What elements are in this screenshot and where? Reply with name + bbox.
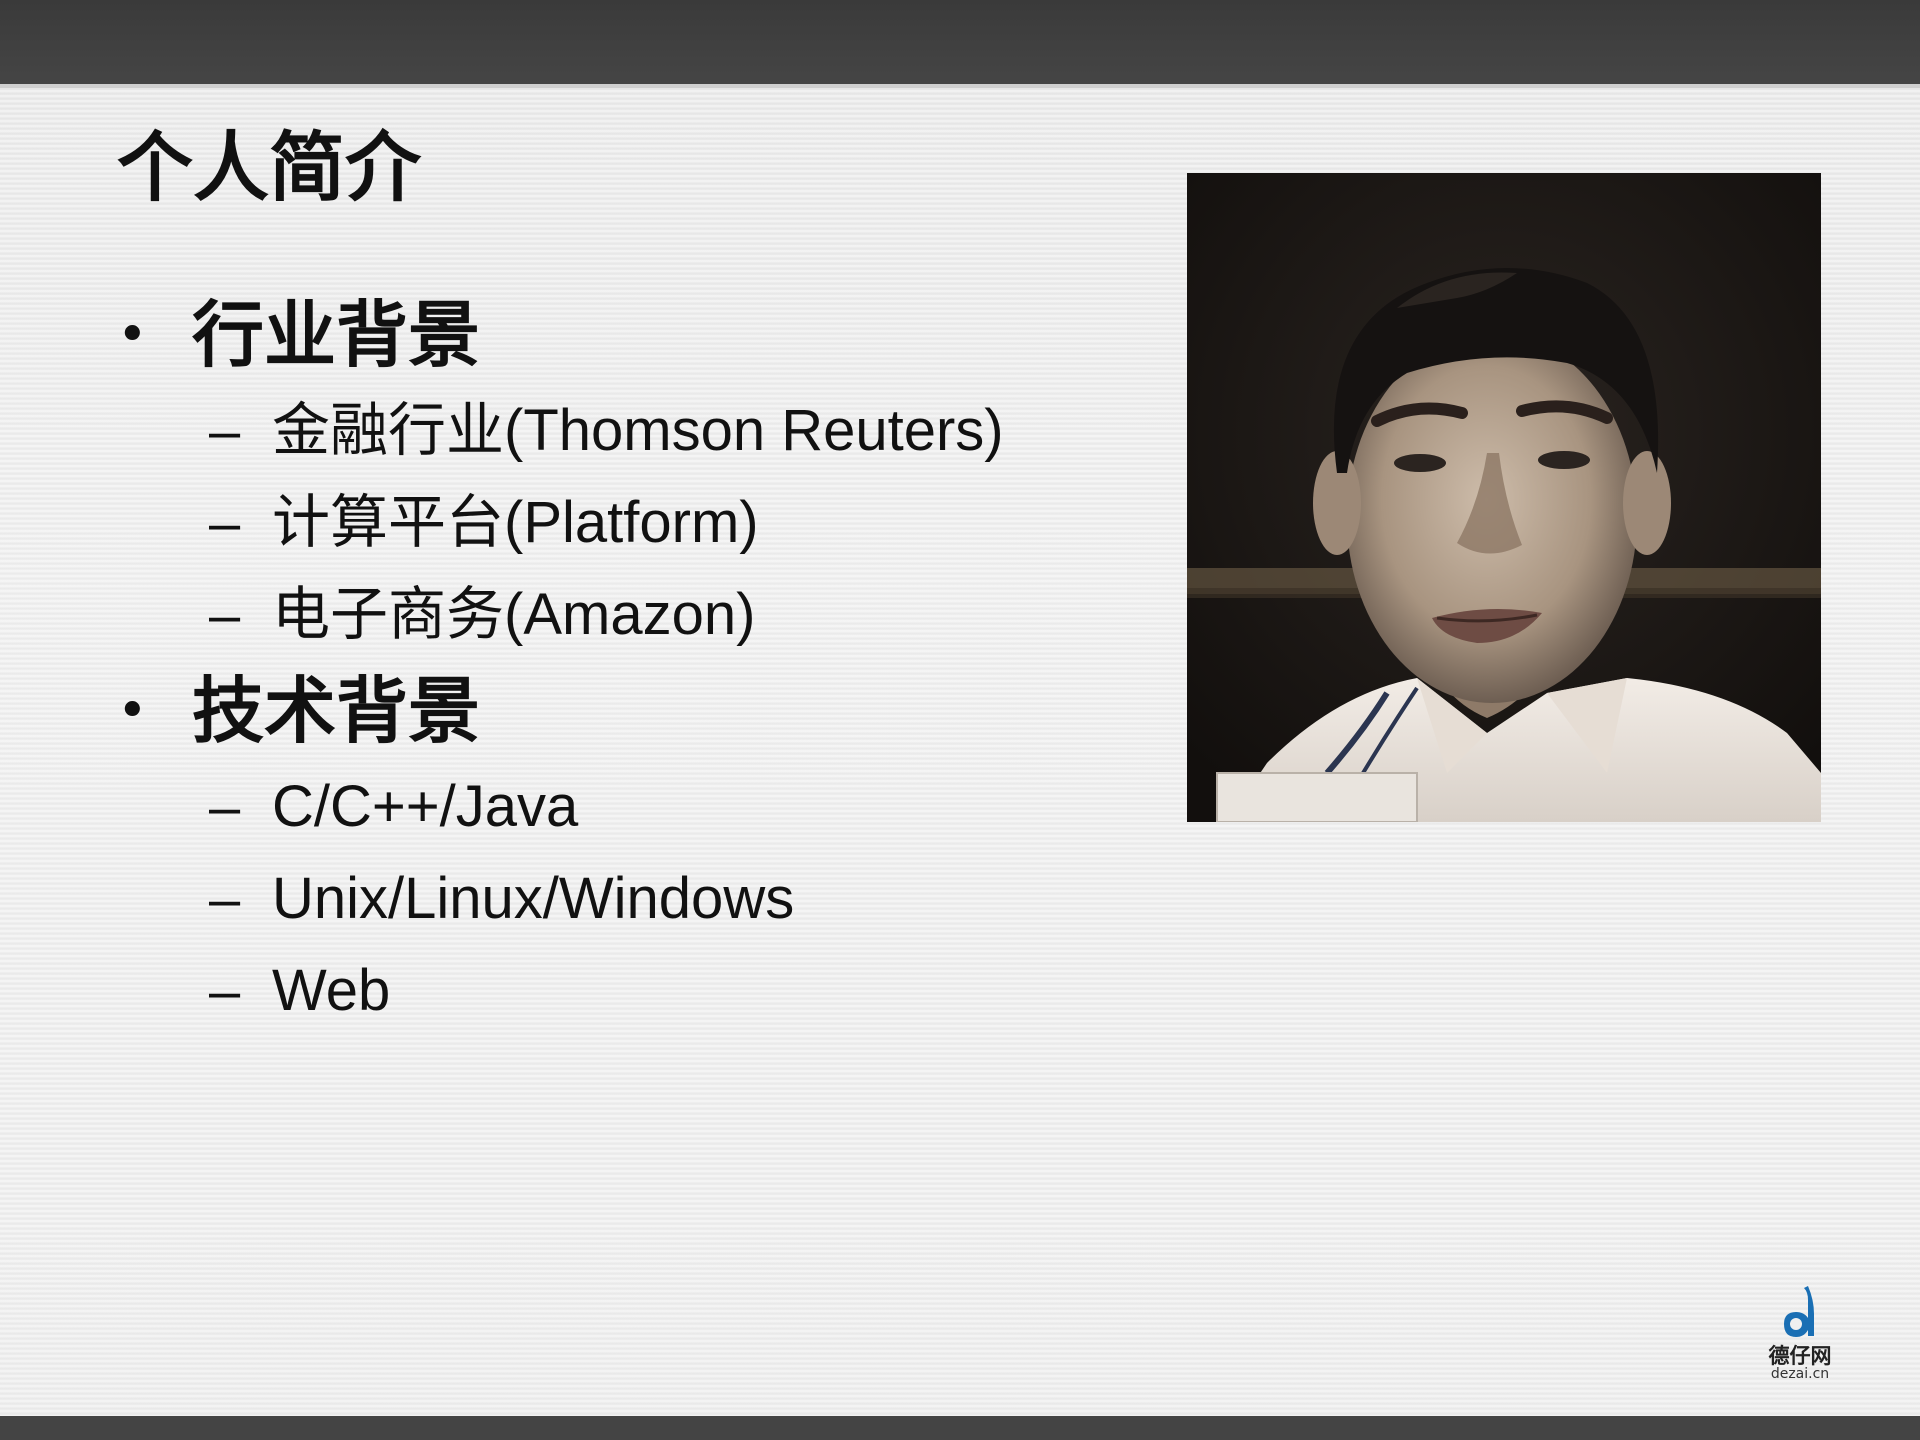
list-item: – Web xyxy=(117,945,1117,1037)
dash-icon: – xyxy=(209,959,241,1022)
list-item-text: 计算平台(Platform) xyxy=(272,490,759,555)
dash-icon: – xyxy=(209,775,241,838)
bullet-icon: • xyxy=(117,681,148,741)
dash-icon: – xyxy=(209,491,241,554)
section-heading: • 行业背景 xyxy=(117,285,1117,385)
list-item-text: 金融行业(Thomson Reuters) xyxy=(272,398,1004,463)
bullet-list: • 行业背景 – 金融行业(Thomson Reuters) – 计算平台(Pl… xyxy=(117,285,1117,1037)
logo-name: 德仔网 xyxy=(1768,1344,1832,1368)
section-heading-text: 技术背景 xyxy=(192,668,481,753)
d-drop-icon xyxy=(1784,1286,1814,1337)
section-heading-text: 行业背景 xyxy=(192,292,481,377)
dash-icon: – xyxy=(209,399,241,462)
logo-domain: dezai.cn xyxy=(1770,1366,1830,1382)
list-item-text: C/C++/Java xyxy=(272,774,579,839)
list-item: – Unix/Linux/Windows xyxy=(117,853,1117,945)
list-item-text: Unix/Linux/Windows xyxy=(272,866,795,931)
list-item: – 金融行业(Thomson Reuters) xyxy=(117,385,1117,477)
list-item: – 电子商务(Amazon) xyxy=(117,569,1117,661)
bullet-icon: • xyxy=(117,305,148,365)
dash-icon: – xyxy=(209,583,241,646)
list-item-text: 电子商务(Amazon) xyxy=(272,582,756,647)
section-heading: • 技术背景 xyxy=(117,661,1117,761)
top-bar xyxy=(0,0,1920,88)
bottom-bar xyxy=(0,1416,1920,1440)
slide-title: 个人简介 xyxy=(117,123,421,212)
list-item: – 计算平台(Platform) xyxy=(117,477,1117,569)
list-item: – C/C++/Java xyxy=(117,761,1117,853)
dash-icon: – xyxy=(209,867,241,930)
site-logo: 德仔网 dezai.cn xyxy=(1760,1284,1840,1389)
portrait-photo xyxy=(1187,173,1821,822)
list-item-text: Web xyxy=(272,958,391,1023)
